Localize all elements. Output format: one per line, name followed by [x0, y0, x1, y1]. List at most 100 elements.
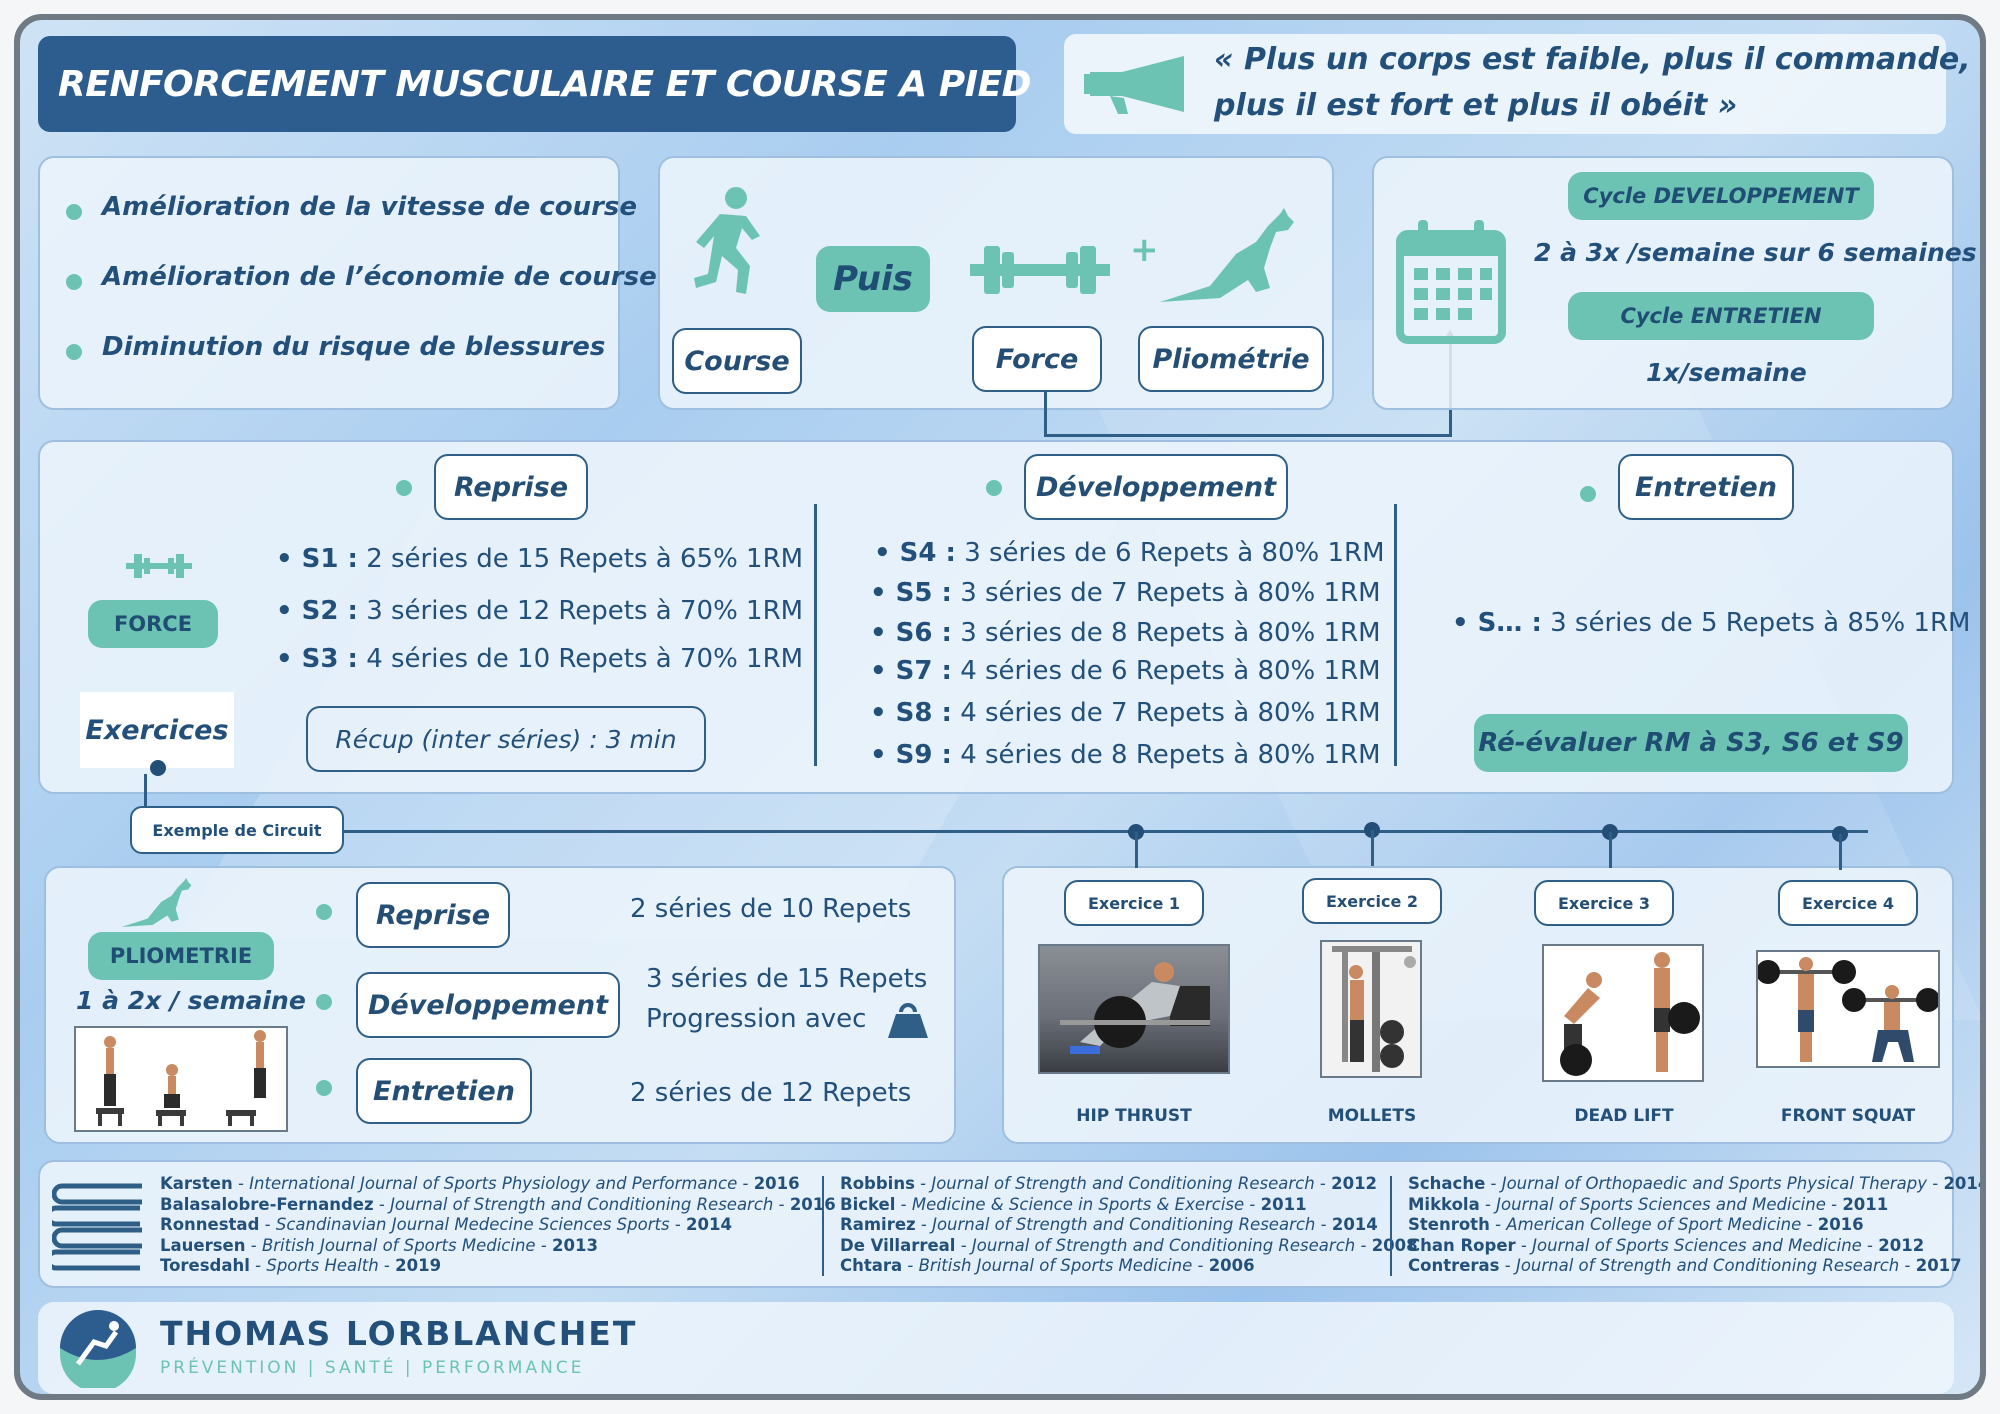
reference-item: Ramirez - Journal of Strength and Condit… [840, 1215, 1378, 1234]
reevaluer-badge: Ré-évaluer RM à S3, S6 et S9 [1474, 714, 1908, 772]
timeline-line [340, 830, 1868, 833]
box-jump-photo [74, 1026, 288, 1132]
dumbbell-icon [970, 246, 1110, 294]
benefit-item: Amélioration de l’économie de course [102, 262, 657, 292]
references-column-1: Karsten - International Journal of Sport… [160, 1174, 836, 1277]
dev-item: • S6 : 3 séries de 8 Repets à 80% 1RM [870, 618, 1381, 648]
bullet-dot [1580, 486, 1596, 502]
course-pill: Course [672, 328, 802, 394]
plio-dev-pill: Développement [356, 972, 620, 1038]
page-title: RENFORCEMENT MUSCULAIRE ET COURSE A PIED [58, 63, 1032, 105]
cycle-dev-frequency: 2 à 3x /semaine sur 6 semaines [1534, 238, 1977, 267]
bullet-dot [316, 994, 332, 1010]
runner-icon [694, 187, 760, 294]
benefits-box: Amélioration de la vitesse de course Amé… [38, 156, 657, 410]
brand-box: THOMAS LORBLANCHET PRÉVENTION | SANTÉ | … [38, 1302, 1954, 1394]
books-icon [52, 1183, 142, 1271]
reference-item: Chan Roper - Journal of Sports Sciences … [1408, 1235, 1925, 1255]
references-column-3: Schache - Journal of Orthopaedic and Spo… [1408, 1174, 1986, 1277]
force-section: FORCE Exercices Reprise • S1 : 2 séries … [38, 440, 1970, 794]
circuit-label: Exemple de Circuit [130, 806, 344, 854]
exercise-tag: Exercice 1 [1064, 880, 1204, 926]
brand-name: THOMAS LORBLANCHET [160, 1314, 638, 1353]
timeline-drop [1839, 834, 1842, 870]
megaphone-icon [1084, 56, 1184, 114]
hip-thrust-photo [1038, 944, 1230, 1074]
exercise-name: FRONT SQUAT [1780, 1106, 1916, 1126]
reference-item: Balasalobre-Fernandez - Journal of Stren… [160, 1194, 836, 1214]
exercise-tag: Exercice 3 [1534, 880, 1674, 926]
title-banner: RENFORCEMENT MUSCULAIRE ET COURSE A PIED [38, 36, 1032, 132]
exercices-label: Exercices [80, 692, 234, 768]
plio-reprise-pill: Reprise [356, 882, 510, 948]
plio-entretien-pill: Entretien [356, 1058, 532, 1124]
calendar-icon [1396, 220, 1506, 344]
mollets-figure-icon [1332, 946, 1416, 1072]
dev-item: • S7 : 4 séries de 6 Repets à 80% 1RM [870, 656, 1381, 686]
ent-item: • S… : 3 séries de 5 Repets à 85% 1RM [1452, 608, 1971, 638]
plus-sign: + [1130, 230, 1159, 270]
reference-item: Robbins - Journal of Strength and Condit… [840, 1174, 1378, 1193]
exercise-name: MOLLETS [1327, 1106, 1417, 1126]
divider [822, 1176, 824, 1276]
reference-item: Mikkola - Journal of Sports Sciences and… [1408, 1194, 1889, 1214]
pliometrie-frequency: 1 à 2x / semaine [76, 986, 306, 1015]
timeline-drop [1609, 832, 1612, 868]
brand-tagline: PRÉVENTION | SANTÉ | PERFORMANCE [160, 1358, 585, 1378]
timeline-node [150, 760, 166, 776]
dead-lift-photo [1542, 944, 1704, 1082]
front-squat-figures-icon [1756, 957, 1940, 1062]
reprise-pill: Reprise [434, 454, 588, 520]
pliometrie-section: PLIOMETRIE 1 à 2x / semaine Reprise 2 sé… [44, 866, 956, 1144]
reprise-item: • S3 : 4 séries de 10 Repets à 70% 1RM [276, 644, 804, 674]
timeline-drop [1371, 830, 1374, 866]
sequence-box: Course Puis + Force Pliométrie [658, 156, 1334, 410]
front-squat-photo [1756, 950, 1940, 1068]
pliometrie-pill: Pliométrie [1138, 326, 1324, 392]
bullet-dot [316, 904, 332, 920]
reference-item: Schache - Journal of Orthopaedic and Spo… [1408, 1174, 1986, 1193]
box-jump-figures-icon [96, 1030, 266, 1126]
exercise-tag: Exercice 2 [1302, 878, 1442, 924]
references-column-2: Robbins - Journal of Strength and Condit… [840, 1174, 1418, 1277]
poster-frame: RENFORCEMENT MUSCULAIRE ET COURSE A PIED… [14, 14, 1986, 1400]
reference-item: Karsten - International Journal of Sport… [160, 1174, 800, 1193]
kangaroo-icon [1160, 208, 1294, 302]
cycle-dev-badge: Cycle DEVELOPPEMENT [1568, 172, 1874, 220]
bullet-dot [316, 1080, 332, 1096]
mollets-photo [1320, 940, 1422, 1078]
timeline-drop [1135, 832, 1138, 868]
cycles-box: Cycle DEVELOPPEMENT 2 à 3x /semaine sur … [1372, 156, 1977, 410]
brand-logo [60, 1310, 136, 1388]
bullet-dot [66, 204, 82, 220]
dev-item: • S5 : 3 séries de 7 Repets à 80% 1RM [870, 578, 1381, 608]
reprise-item: • S2 : 3 séries de 12 Repets à 70% 1RM [276, 596, 804, 626]
divider [1390, 1176, 1392, 1276]
reference-item: Toresdahl - Sports Health - 2019 [160, 1256, 442, 1275]
connector-line [1044, 390, 1047, 436]
reference-item: Ronnestad - Scandinavian Journal Medecin… [160, 1215, 732, 1234]
dead-lift-figures-icon [1560, 952, 1700, 1076]
dev-item: • S9 : 4 séries de 8 Repets à 80% 1RM [870, 740, 1381, 770]
quote-line-2: plus il est fort et plus il obéit » [1214, 88, 1738, 123]
exercise-name: DEAD LIFT [1574, 1106, 1674, 1126]
plio-dev-text-2: Progression avec [646, 1004, 867, 1034]
dumbbell-small-icon [126, 554, 192, 578]
bullet-dot [396, 480, 412, 496]
reference-item: Lauersen - British Journal of Sports Med… [160, 1235, 598, 1255]
plio-entretien-text: 2 séries de 12 Repets [630, 1078, 912, 1108]
reference-item: Chtara - British Journal of Sports Medic… [840, 1256, 1255, 1275]
reference-item: Contreras - Journal of Strength and Cond… [1408, 1256, 1962, 1275]
divider [1394, 504, 1397, 766]
bullet-dot [66, 344, 82, 360]
divider [814, 504, 817, 766]
connector-line [1044, 434, 1452, 437]
quote-line-1: « Plus un corps est faible, plus il comm… [1214, 42, 1971, 77]
force-badge: FORCE [88, 600, 218, 648]
dev-item: • S8 : 4 séries de 7 Repets à 80% 1RM [870, 698, 1381, 728]
force-pill: Force [972, 326, 1102, 392]
exercise-tag: Exercice 4 [1778, 880, 1918, 926]
kangaroo-small-icon [121, 878, 192, 927]
reference-item: De Villarreal - Journal of Strength and … [840, 1235, 1418, 1255]
reference-item: Bickel - Medicine & Science in Sports & … [840, 1194, 1307, 1214]
